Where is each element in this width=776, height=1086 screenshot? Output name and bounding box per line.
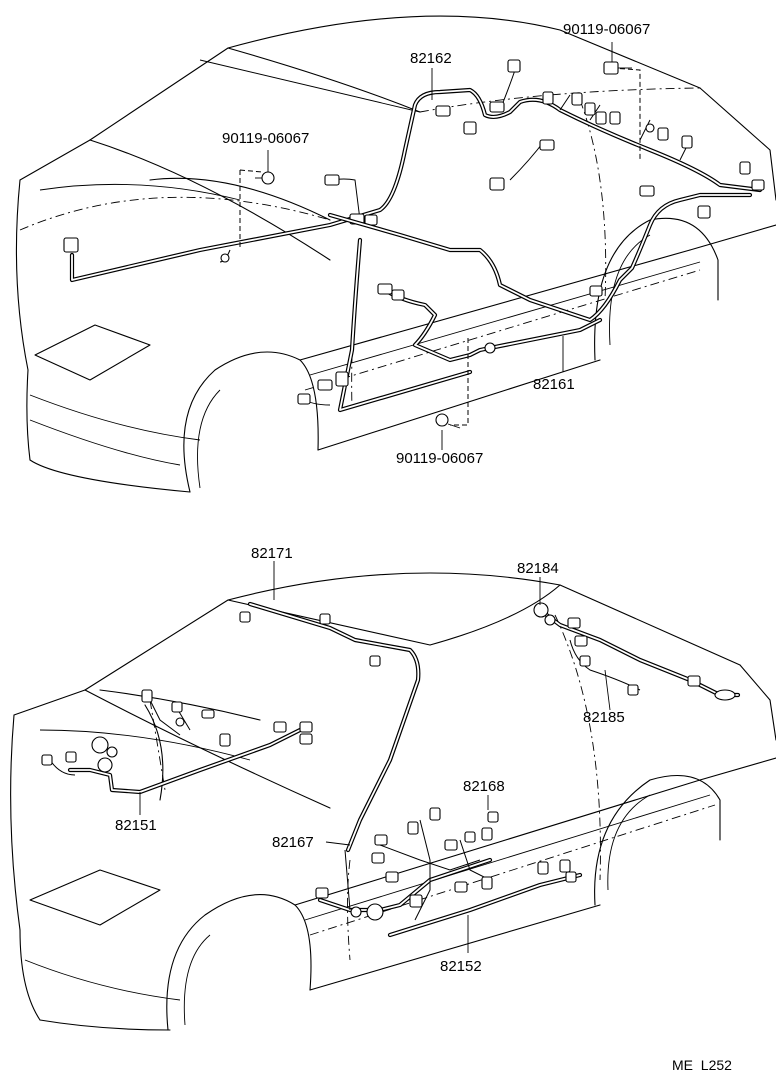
label-82162: 82162 (410, 50, 452, 67)
label-clamp-top-left: 90119-06067 (222, 130, 309, 147)
bottom-car-body-outline (10, 572, 776, 1031)
harness-82171 (239, 601, 421, 853)
label-82184: 82184 (517, 560, 559, 577)
clamp-bottom (435, 338, 469, 450)
top-car-body-outline (15, 15, 776, 493)
harness-82161 (297, 185, 753, 413)
harness-82184-82185 (533, 602, 741, 701)
label-82167: 82167 (272, 834, 314, 851)
label-clamp-bottom: 90119-06067 (396, 450, 483, 467)
top-car-view: 82162 90119-06067 90119-06067 82161 9011… (15, 15, 776, 493)
clamp-top-left (239, 150, 275, 250)
label-82161: 82161 (533, 376, 575, 393)
label-82185: 82185 (583, 709, 625, 726)
label-82151: 82151 (115, 817, 157, 834)
harness-82162 (63, 59, 765, 283)
clamp-top-right (603, 42, 641, 160)
harness-82152-82167-82168 (315, 807, 583, 938)
harness-82151 (41, 689, 313, 795)
label-82152: 82152 (440, 958, 482, 975)
leader-82185 (604, 669, 611, 711)
label-82168: 82168 (463, 778, 505, 795)
label-82171: 82171 (251, 545, 293, 562)
label-clamp-top-right: 90119-06067 (563, 21, 650, 38)
drawing-code: ME L252 (672, 1057, 732, 1073)
leader-82167 (325, 841, 351, 846)
bottom-car-view: 82171 82184 82185 82151 82168 82167 8215… (10, 545, 776, 1031)
